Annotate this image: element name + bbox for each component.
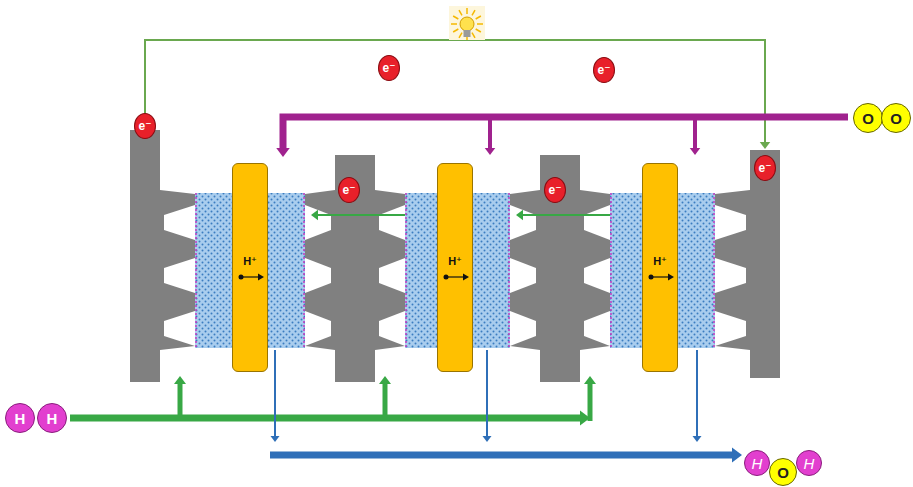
- node-label: e⁻: [597, 64, 610, 76]
- flow-channel: [305, 258, 331, 293]
- hydrogen-branch-arrow-head: [379, 376, 391, 384]
- gas-diffusion-layer: [268, 193, 305, 348]
- proton-membrane: H⁺: [232, 163, 268, 372]
- water-drain-arrow-head: [693, 436, 702, 442]
- proton-membrane: H⁺: [437, 163, 473, 372]
- flow-channel: [164, 258, 195, 293]
- flow-channel: [510, 258, 536, 293]
- node-label: H⁺: [653, 256, 667, 267]
- water-oxygen-atom: O: [769, 458, 797, 486]
- external-circuit-wire-head: [760, 142, 771, 149]
- oxygen-atom: O: [853, 103, 883, 133]
- flow-channel: [715, 258, 746, 293]
- flow-channel: [715, 311, 746, 346]
- hydrogen-supply-arrow: [70, 415, 580, 422]
- water-drain-arrow: [486, 350, 488, 436]
- catalyst-layer: [405, 193, 407, 348]
- electron-marker: e⁻: [378, 55, 400, 81]
- flow-channel: [379, 311, 405, 346]
- water-drain-arrow: [696, 350, 698, 436]
- flow-channel: [510, 205, 536, 240]
- electron-marker: e⁻: [338, 177, 360, 203]
- proton-membrane: H⁺: [642, 163, 678, 372]
- gas-diffusion-layer: [610, 193, 642, 348]
- node-label: e⁻: [342, 184, 355, 196]
- proton-flow-arrow: [438, 164, 474, 373]
- node-label: H: [47, 411, 58, 426]
- flow-channel: [379, 258, 405, 293]
- catalyst-layer: [303, 193, 305, 348]
- hydrogen-branch-arrow-head: [584, 376, 596, 384]
- electron-marker: e⁻: [544, 177, 566, 203]
- water-drain-arrow-head: [483, 436, 492, 442]
- oxygen-atom: O: [881, 103, 911, 133]
- node-label: e⁻: [382, 62, 395, 74]
- hydrogen-branch-arrow: [383, 384, 388, 418]
- node-label: O: [777, 465, 789, 480]
- catalyst-layer: [508, 193, 510, 348]
- light-bulb: [449, 6, 485, 40]
- electron-flow-arrow-head: [311, 210, 318, 221]
- electron-flow-arrow-head: [516, 210, 523, 221]
- water-drain-arrow: [274, 350, 276, 436]
- node-label: H: [752, 456, 763, 471]
- oxygen-branch-arrow: [488, 117, 492, 148]
- electron-marker: e⁻: [754, 155, 776, 181]
- node-label: e⁻: [138, 120, 151, 132]
- node-label: H⁺: [243, 256, 257, 267]
- water-output-arrow: [270, 452, 732, 459]
- external-circuit-wire: [145, 40, 765, 142]
- bipolar-plate: [305, 155, 405, 382]
- flow-channel: [305, 205, 331, 240]
- catalyst-layer: [610, 193, 612, 348]
- node-label: H: [804, 456, 815, 471]
- oxygen-branch-arrow-head: [690, 148, 701, 155]
- node-label: O: [862, 111, 874, 126]
- oxygen-supply-arrow-head: [276, 148, 290, 157]
- water-output-arrow-head: [732, 448, 742, 463]
- node-label: H: [15, 411, 26, 426]
- oxygen-supply-arrow: [283, 117, 848, 148]
- hydrogen-atom: H: [37, 403, 67, 433]
- flow-channel: [584, 258, 610, 293]
- proton-flow-arrow: [233, 164, 269, 373]
- proton-flow-arrow: [643, 164, 679, 373]
- gas-diffusion-layer: [405, 193, 437, 348]
- electron-marker: e⁻: [134, 113, 156, 139]
- hydrogen-branch-arrow: [178, 384, 183, 418]
- node-label: O: [890, 111, 902, 126]
- bipolar-plate: [510, 155, 610, 382]
- flow-channel: [164, 311, 195, 346]
- hydrogen-atom: H: [5, 403, 35, 433]
- oxygen-branch-arrow-head: [485, 148, 496, 155]
- electron-flow-arrow: [523, 214, 610, 216]
- catalyst-layer: [713, 193, 715, 348]
- gas-diffusion-layer: [195, 193, 232, 348]
- water-hydrogen-atom: H: [796, 450, 822, 476]
- flow-channel: [305, 311, 331, 346]
- flow-channel: [164, 205, 195, 240]
- gas-diffusion-layer: [678, 193, 715, 348]
- catalyst-layer: [195, 193, 197, 348]
- flow-channel: [379, 205, 405, 240]
- electron-flow-arrow: [318, 214, 405, 216]
- water-hydrogen-atom: H: [744, 450, 770, 476]
- oxygen-branch-arrow: [693, 117, 697, 148]
- node-label: e⁻: [758, 162, 771, 174]
- node-label: e⁻: [548, 184, 561, 196]
- bipolar-plate: [130, 130, 195, 382]
- flow-channel: [715, 205, 746, 240]
- flow-channel: [584, 311, 610, 346]
- water-drain-arrow-head: [271, 436, 280, 442]
- flow-channel: [584, 205, 610, 240]
- gas-diffusion-layer: [473, 193, 510, 348]
- node-label: H⁺: [448, 256, 462, 267]
- bipolar-plate: [715, 150, 780, 378]
- hydrogen-branch-arrow: [588, 384, 593, 421]
- electron-marker: e⁻: [593, 57, 615, 83]
- flow-channel: [510, 311, 536, 346]
- hydrogen-branch-arrow-head: [174, 376, 186, 384]
